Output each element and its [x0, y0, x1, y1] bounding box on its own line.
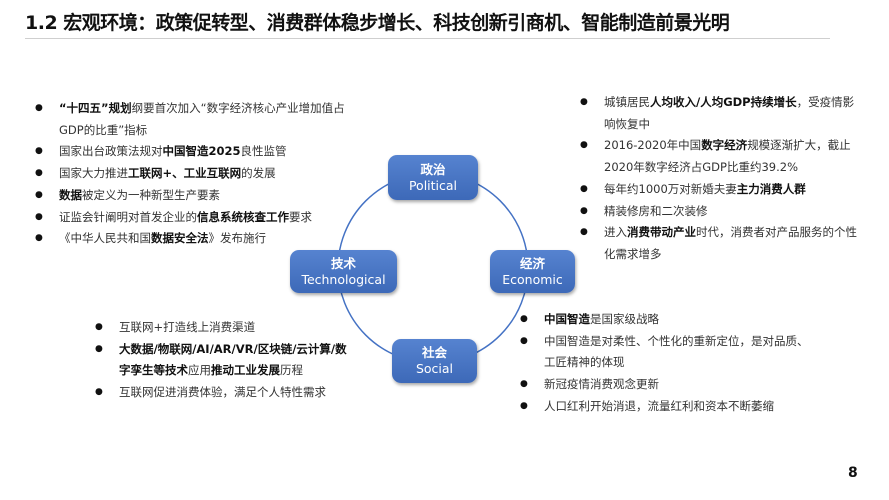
page-title: 1.2 宏观环境：政策促转型、消费群体稳步增长、科技创新引商机、智能制造前景光明 — [25, 12, 730, 34]
bold-text-segment: 消费带动产业 — [627, 225, 696, 240]
bold-text-segment: 信息系统核查工作 — [197, 209, 289, 224]
list-item: 精装修房和二次装修 — [580, 201, 860, 223]
list-item: 数据被定义为一种新型生产要素 — [35, 185, 355, 207]
text-segment: 国家出台政策法规对 — [59, 144, 163, 159]
list-item: 进入消费带动产业时代，消费者对产品服务的个性化需求增多 — [580, 222, 860, 265]
text-segment: ，受疫情影响恢复中 — [604, 95, 855, 131]
social-en-label: Social — [415, 361, 454, 376]
text-segment: 2016-2020年中国 — [604, 138, 702, 153]
list-item: “十四五”规划纲要首次加入“数字经济核心产业增加值占GDP的比重”指标 — [35, 98, 355, 141]
bold-text-segment: 大数据/物联网/AI/AR/VR/区块链/云计算/数字孪生等技术 — [119, 341, 347, 378]
text-segment: 国家大力推进 — [59, 166, 128, 181]
text-segment: 纲要首次加入“数字经济核心产业增加值占GDP的比重”指标 — [59, 101, 345, 137]
political-cn-label: 政治 — [420, 161, 446, 177]
text-segment: 《中华人民共和国 — [59, 231, 151, 246]
title-divider — [25, 38, 830, 39]
text-segment: 进入 — [604, 225, 627, 240]
text-segment: 中国智造是对柔性、个性化的重新定位，是对品质、工匠精神的体现 — [544, 333, 809, 370]
text-segment: 》发布施行 — [208, 231, 267, 246]
bold-text-segment: 中国智造2025 — [162, 144, 241, 159]
bold-text-segment: 推动工业发展 — [211, 363, 280, 378]
social-box: 社会 Social — [392, 339, 477, 383]
bold-text-segment: 数据 — [59, 187, 82, 202]
list-item: 2016-2020年中国数字经济规模逐渐扩大，截止2020年数字经济占GDP比重… — [580, 135, 860, 178]
bold-text-segment: 数据安全法 — [151, 231, 209, 246]
text-segment: 规模逐渐扩大，截止2020年数字经济占GDP比重约39.2% — [604, 138, 851, 175]
bold-text-segment: 中国智造 — [544, 312, 590, 326]
bold-text-segment: 人均收入/人均GDP持续增长 — [650, 95, 797, 109]
list-item: 国家出台政策法规对中国智造2025良性监管 — [35, 141, 355, 163]
text-segment: 应用 — [188, 363, 211, 378]
text-segment: 人口红利开始消退，流量红利和资本不断萎缩 — [544, 398, 774, 413]
list-item: 证监会针阐明对首发企业的信息系统核查工作要求 — [35, 207, 355, 229]
list-item: 人口红利开始消退，流量红利和资本不断萎缩 — [520, 396, 810, 418]
text-segment: 互联网+打造线上消费渠道 — [119, 320, 256, 334]
bold-text-segment: 主力消费人群 — [736, 181, 806, 196]
text-segment: 时代，消费者对产品服务的个性化需求增多 — [604, 225, 857, 261]
bold-text-segment: 数字经济 — [701, 138, 748, 153]
list-item: 国家大力推进工联网+、工业互联网的发展 — [35, 163, 355, 185]
list-item: 大数据/物联网/AI/AR/VR/区块链/云计算/数字孪生等技术应用推动工业发展… — [95, 339, 355, 382]
text-segment: 互联网促进消费体验，满足个人特性需求 — [119, 385, 326, 400]
list-item: 中国智造是国家级战略 — [520, 309, 810, 331]
text-segment: 良性监管 — [240, 144, 287, 159]
text-segment: 被定义为一种新型生产要素 — [82, 187, 220, 202]
political-factors-list: “十四五”规划纲要首次加入“数字经济核心产业增加值占GDP的比重”指标国家出台政… — [35, 98, 355, 250]
technological-cn-label: 技术 — [330, 255, 356, 271]
economic-cn-label: 经济 — [519, 255, 545, 271]
list-item: 城镇居民人均收入/人均GDP持续增长，受疫情影响恢复中 — [580, 92, 860, 135]
list-item: 《中华人民共和国数据安全法》发布施行 — [35, 228, 355, 250]
list-item: 新冠疫情消费观念更新 — [520, 374, 810, 396]
social-cn-label: 社会 — [421, 345, 447, 360]
bold-text-segment: “十四五”规划 — [59, 101, 132, 115]
economic-en-label: Economic — [502, 271, 563, 287]
technological-box: 技术 Technological — [290, 250, 397, 293]
political-box: 政治 Political — [388, 155, 478, 200]
list-item: 互联网促进消费体验，满足个人特性需求 — [95, 382, 355, 404]
page-number: 8 — [848, 465, 858, 481]
list-item: 互联网+打造线上消费渠道 — [95, 317, 355, 339]
technological-factors-list: 互联网+打造线上消费渠道大数据/物联网/AI/AR/VR/区块链/云计算/数字孪… — [95, 317, 355, 404]
social-factors-list: 中国智造是国家级战略中国智造是对柔性、个性化的重新定位，是对品质、工匠精神的体现… — [520, 309, 810, 418]
text-segment: 要求 — [289, 209, 312, 224]
text-segment: 新冠疫情消费观念更新 — [544, 377, 659, 392]
text-segment: 历程 — [280, 363, 303, 378]
text-segment: 精装修房和二次装修 — [604, 203, 708, 218]
list-item: 每年约1000万对新婚夫妻主力消费人群 — [580, 179, 860, 201]
text-segment: 的发展 — [241, 166, 276, 181]
text-segment: 证监会针阐明对首发企业的 — [59, 209, 197, 224]
text-segment: 城镇居民 — [604, 95, 650, 109]
bold-text-segment: 工联网+、工业互联网 — [128, 166, 242, 181]
text-segment: 每年约1000万对新婚夫妻 — [604, 181, 737, 196]
economic-factors-list: 城镇居民人均收入/人均GDP持续增长，受疫情影响恢复中2016-2020年中国数… — [580, 92, 860, 266]
economic-box: 经济 Economic — [490, 250, 575, 293]
text-segment: 是国家级战略 — [590, 312, 659, 326]
list-item: 中国智造是对柔性、个性化的重新定位，是对品质、工匠精神的体现 — [520, 331, 810, 374]
technological-en-label: Technological — [301, 271, 386, 287]
political-en-label: Political — [408, 177, 458, 193]
